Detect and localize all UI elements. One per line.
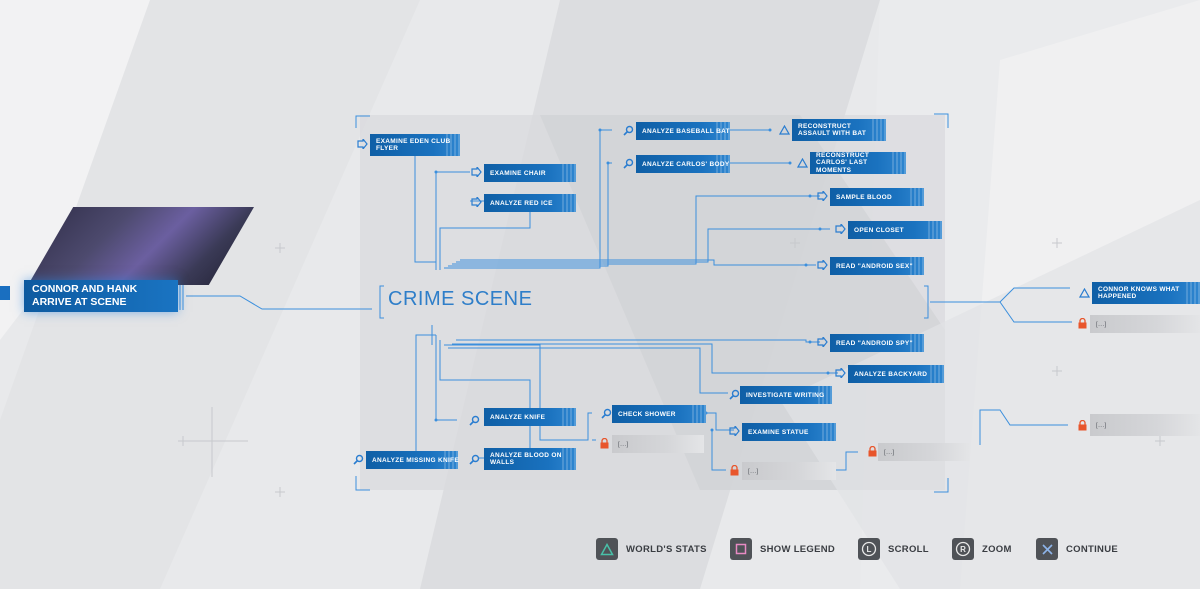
node-label: SAMPLE BLOOD: [836, 193, 892, 201]
node-label: ANALYZE RED ICE: [490, 199, 553, 207]
search-icon: [600, 407, 612, 419]
lock-icon: [866, 445, 878, 457]
node-reconstruct-carlos-last-moments[interactable]: RECONSTRUCT CARLOS' LAST MOMENTS: [810, 152, 906, 174]
legend-label: CONTINUE: [1066, 543, 1119, 555]
node-examine-statue[interactable]: EXAMINE STATUE: [742, 423, 836, 441]
hub-title: CRIME SCENE: [388, 288, 533, 310]
node-read-android-sex[interactable]: READ "ANDROID SEX": [830, 257, 924, 275]
triangle-icon: [796, 157, 808, 169]
svg-text:L: L: [867, 545, 872, 554]
node-open-closet[interactable]: OPEN CLOSET: [848, 221, 942, 239]
search-icon: [352, 453, 364, 465]
search-icon: [468, 453, 480, 465]
node-label: CONNOR KNOWS WHAT HAPPENED: [1098, 285, 1180, 301]
node-label: ANALYZE BACKYARD: [854, 370, 928, 378]
node-analyze-missing-knife[interactable]: ANALYZE MISSING KNIFE: [366, 451, 459, 469]
node-label: OPEN CLOSET: [854, 226, 904, 234]
arrow-icon: [816, 259, 828, 271]
lock-icon: [598, 437, 610, 449]
arrow-icon: [816, 336, 828, 348]
node-label: CHECK SHOWER: [618, 410, 676, 418]
node-label: EXAMINE CHAIR: [490, 169, 546, 177]
legend-worlds-stats[interactable]: WORLD'S STATS: [596, 537, 707, 561]
node-analyze-blood-on-walls[interactable]: ANALYZE BLOOD ON WALLS: [484, 448, 576, 470]
search-icon: [468, 414, 480, 426]
node-analyze-baseball-bat[interactable]: ANALYZE BASEBALL BAT: [636, 122, 730, 140]
node-locked-outcome: [...]: [1090, 414, 1200, 436]
node-check-shower[interactable]: CHECK SHOWER: [612, 405, 706, 423]
node-analyze-red-ice[interactable]: ANALYZE RED ICE: [484, 194, 576, 212]
node-label: ANALYZE MISSING KNIFE: [372, 456, 459, 464]
cross-button-icon: [1036, 538, 1058, 560]
arrow-icon: [816, 190, 828, 202]
r-stick-icon: R: [952, 538, 974, 560]
legend-label: ZOOM: [982, 543, 1012, 555]
triangle-button-icon: [596, 538, 618, 560]
node-label: EXAMINE STATUE: [748, 428, 809, 436]
legend-continue[interactable]: CONTINUE: [1036, 537, 1118, 561]
search-icon: [728, 388, 740, 400]
node-label: EXAMINE EDEN CLUB FLYER: [376, 137, 451, 153]
legend-label: SCROLL: [888, 543, 929, 555]
node-label: ANALYZE CARLOS' BODY: [642, 160, 730, 168]
node-label: READ "ANDROID SPY": [836, 339, 913, 347]
arrow-icon: [356, 138, 368, 150]
arrow-icon: [470, 166, 482, 178]
node-examine-chair[interactable]: EXAMINE CHAIR: [484, 164, 576, 182]
node-locked: [...]: [742, 462, 836, 480]
start-tab: [0, 286, 10, 300]
l-stick-icon: L: [858, 538, 880, 560]
node-label: READ "ANDROID SEX": [836, 262, 913, 270]
legend-zoom[interactable]: R ZOOM: [952, 537, 1012, 561]
triangle-icon: [778, 124, 790, 136]
lock-icon: [1076, 419, 1088, 431]
node-examine-eden-club-flyer[interactable]: EXAMINE EDEN CLUB FLYER: [370, 134, 460, 156]
node-label: [...]: [748, 467, 759, 475]
triangle-icon: [1078, 287, 1090, 299]
start-scene-node[interactable]: CONNOR AND HANK ARRIVE AT SCENE: [24, 280, 178, 312]
node-label: [...]: [884, 448, 895, 456]
node-label: ANALYZE BASEBALL BAT: [642, 127, 730, 135]
node-analyze-carlos-body[interactable]: ANALYZE CARLOS' BODY: [636, 155, 730, 173]
node-label: [...]: [618, 440, 629, 448]
node-label: RECONSTRUCT ASSAULT WITH BAT: [798, 122, 867, 138]
node-read-android-spy[interactable]: READ "ANDROID SPY": [830, 334, 924, 352]
legend-label: SHOW LEGEND: [760, 543, 836, 555]
node-label: ANALYZE BLOOD ON WALLS: [490, 451, 562, 467]
node-label: RECONSTRUCT CARLOS' LAST MOMENTS: [816, 151, 870, 174]
node-label: [...]: [1096, 421, 1107, 429]
node-analyze-knife[interactable]: ANALYZE KNIFE: [484, 408, 576, 426]
arrow-icon: [834, 223, 846, 235]
node-locked-outcome: [...]: [1090, 315, 1200, 333]
start-scene-label: CONNOR AND HANK ARRIVE AT SCENE: [32, 283, 138, 308]
node-label: ANALYZE KNIFE: [490, 413, 546, 421]
node-label: INVESTIGATE WRITING: [746, 391, 825, 399]
node-locked: [...]: [612, 435, 704, 453]
svg-text:R: R: [960, 545, 966, 554]
node-connor-knows-what-happened[interactable]: CONNOR KNOWS WHAT HAPPENED: [1092, 282, 1200, 304]
arrow-icon: [470, 196, 482, 208]
node-sample-blood[interactable]: SAMPLE BLOOD: [830, 188, 924, 206]
search-icon: [622, 124, 634, 136]
legend-show-legend[interactable]: SHOW LEGEND: [730, 537, 835, 561]
legend-scroll[interactable]: L SCROLL: [858, 537, 929, 561]
node-investigate-writing[interactable]: INVESTIGATE WRITING: [740, 386, 832, 404]
node-locked: [...]: [878, 443, 970, 461]
lock-icon: [728, 464, 740, 476]
node-analyze-backyard[interactable]: ANALYZE BACKYARD: [848, 365, 944, 383]
node-reconstruct-assault-with-bat[interactable]: RECONSTRUCT ASSAULT WITH BAT: [792, 119, 886, 141]
arrow-icon: [834, 367, 846, 379]
search-icon: [622, 157, 634, 169]
arrow-icon: [728, 425, 740, 437]
lock-icon: [1076, 317, 1088, 329]
square-button-icon: [730, 538, 752, 560]
node-label: [...]: [1096, 320, 1107, 328]
legend-label: WORLD'S STATS: [626, 543, 707, 555]
